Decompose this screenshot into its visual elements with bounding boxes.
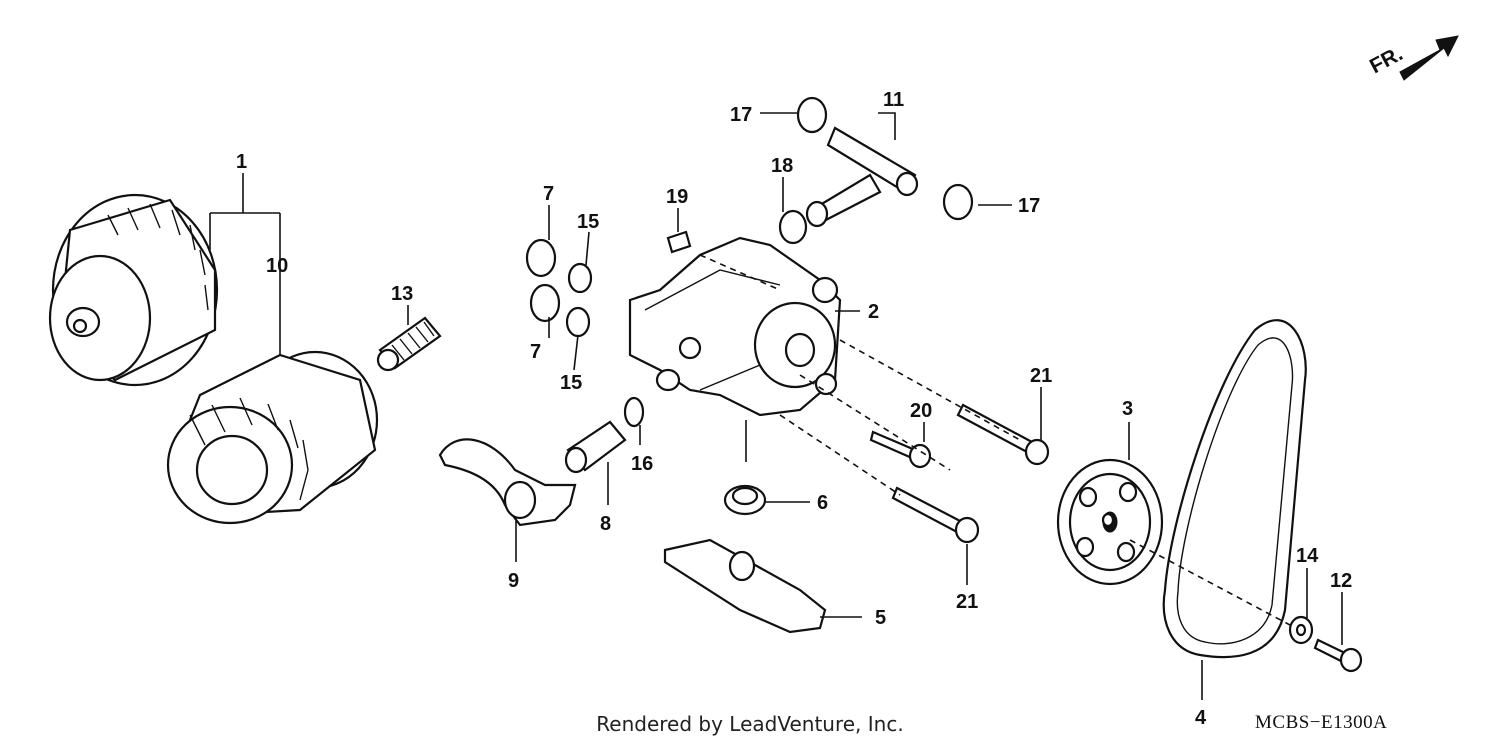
part-21-flange-bolt-upper[interactable]	[956, 403, 1050, 466]
callout-21-lower: 21	[956, 591, 978, 613]
diagram-code: MCBS−E1300A	[1255, 712, 1388, 733]
part-3-driven-sprocket[interactable]	[1056, 458, 1164, 586]
part-20-flange-bolt[interactable]	[869, 430, 932, 469]
part-10-oil-filter[interactable]	[166, 350, 379, 525]
part-1-oil-filter-cover[interactable]	[48, 193, 219, 387]
part-4-drive-chain[interactable]	[1162, 319, 1307, 659]
part-15-o-rings[interactable]	[565, 262, 593, 338]
part-11-oil-pipe[interactable]	[805, 126, 919, 228]
part-6-oil-seal[interactable]	[723, 484, 767, 516]
callout-7-top: 7	[543, 183, 554, 205]
callout-15-top: 15	[577, 211, 599, 233]
callout-17-top: 17	[730, 104, 752, 126]
part-7-dowel-pins[interactable]	[525, 238, 561, 323]
front-direction-arrow	[1399, 35, 1459, 81]
callout-15-bottom: 15	[560, 372, 582, 394]
part-19-dowel[interactable]	[666, 230, 692, 254]
callout-16: 16	[631, 453, 653, 475]
leader-lines	[209, 112, 1343, 700]
part-21-flange-bolt-lower[interactable]	[891, 486, 980, 544]
callout-11: 11	[883, 89, 904, 111]
callout-12: 12	[1330, 570, 1352, 592]
callout-6: 6	[817, 492, 828, 514]
callout-20: 20	[910, 400, 932, 422]
part-18-o-ring[interactable]	[778, 209, 808, 245]
callout-8: 8	[600, 513, 611, 535]
callout-10: 10	[266, 255, 288, 277]
part-17-pipe-seals[interactable]	[796, 96, 974, 221]
callout-17-right: 17	[1018, 195, 1040, 217]
part-2-oil-pump-assembly[interactable]	[628, 236, 842, 417]
render-credit: Rendered by LeadVenture, Inc.	[596, 712, 904, 736]
callout-19: 19	[666, 186, 688, 208]
part-13-stud-bolt[interactable]	[376, 316, 442, 372]
callout-3: 3	[1122, 398, 1133, 420]
callout-21-upper: 21	[1030, 365, 1052, 387]
callout-2: 2	[868, 301, 879, 323]
callout-14: 14	[1296, 545, 1319, 567]
part-9-oil-strainer[interactable]	[438, 438, 577, 527]
callout-4: 4	[1195, 707, 1207, 729]
part-12-bolt[interactable]	[1313, 638, 1363, 673]
callout-9: 9	[508, 570, 519, 592]
part-5-strainer-screen[interactable]	[663, 538, 827, 634]
callout-labels: 1 10 13 7 7 15 15 19 17 11 18 17 2 16 8 …	[236, 89, 1352, 729]
callout-1: 1	[236, 151, 247, 173]
callout-18: 18	[771, 155, 793, 177]
part-8-joint-collar[interactable]	[564, 420, 627, 474]
callout-7-bottom: 7	[530, 341, 541, 363]
part-16-o-ring[interactable]	[623, 396, 645, 428]
callout-13: 13	[391, 283, 413, 305]
callout-5: 5	[875, 607, 886, 629]
part-14-washer[interactable]	[1288, 615, 1314, 645]
